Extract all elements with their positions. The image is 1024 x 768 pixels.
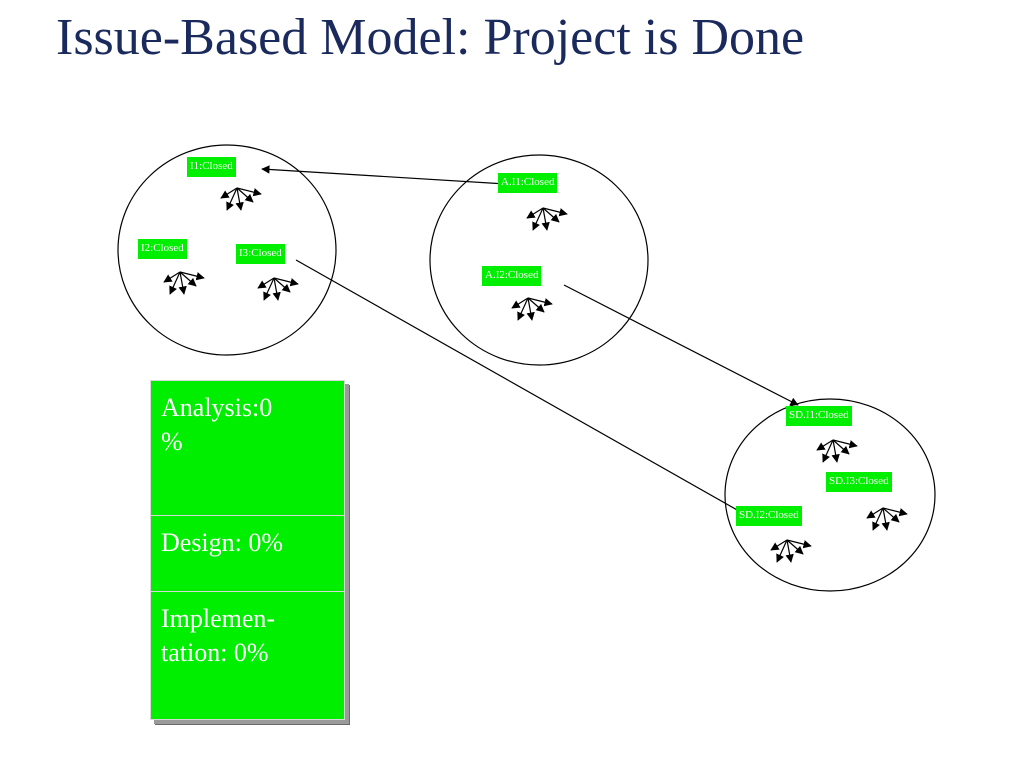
sub-issue-arrow [786,539,812,549]
sub-issue-arrow [257,277,275,289]
design-progress: Design: 0% [151,515,344,591]
sub-issue-arrows [866,507,908,531]
link-i3-sdi2 [295,259,747,516]
sub-issue-arrow [785,539,794,563]
sub-issue-arrow [526,207,544,219]
issue-ai2-node[interactable]: A.I2:Closed [482,266,542,286]
sub-issue-arrows [526,207,568,231]
issue-sdi2-node[interactable]: SD.I2:Closed [736,506,802,526]
sub-issue-arrows [257,277,299,301]
sub-issue-arrow [776,539,788,563]
sub-issue-arrow [527,297,545,313]
sub-issue-arrow [831,439,840,463]
sub-issue-arrow [532,207,544,231]
sub-issue-arrow [263,277,275,301]
sub-issue-arrow [882,507,900,523]
sub-issue-arrow [526,297,535,321]
sub-issue-arrow [511,297,529,309]
sub-issue-arrow [179,271,205,281]
sub-issue-arrow [226,187,238,211]
sub-issue-arrow [542,207,560,223]
sub-issue-arrow [881,507,890,531]
sub-issue-arrow [236,187,254,203]
slide-title: Issue-Based Model: Project is Done [56,9,805,66]
progress-panel: Analysis:0 % Design: 0% Implemen- tation… [150,380,345,720]
link-i1-ai1 [261,165,507,188]
sub-issue-arrow [163,271,181,283]
sub-issue-arrow [236,187,262,197]
sub-issue-arrows [816,439,858,463]
sub-issue-arrow [786,539,804,555]
sub-issue-arrow [832,439,858,449]
issue-ai1-node[interactable]: A.I1:Closed [498,173,558,193]
issue-i3-node[interactable]: I3:Closed [236,244,285,264]
sub-issue-arrow [179,271,197,287]
sub-issue-arrow [220,187,238,199]
issue-sdi1-node[interactable]: SD.I1:Closed [786,406,852,426]
system-design-cluster [724,398,936,592]
sub-issue-arrow [542,207,568,217]
sub-issue-arrow [178,271,187,295]
implementation-progress: Implemen- tation: 0% [151,591,344,719]
link-ai2-sdi1 [563,284,799,406]
issue-i1-node[interactable]: I1:Closed [187,157,236,177]
sub-issue-arrows [163,271,205,295]
sub-issue-arrow [872,507,884,531]
sub-issue-arrow [541,207,550,231]
issue-i2-node[interactable]: I2:Closed [138,239,187,259]
sub-issue-arrow [273,277,291,293]
sub-issue-arrow [822,439,834,463]
sub-issue-arrow [169,271,181,295]
sub-issue-arrow [517,297,529,321]
sub-issue-arrow [866,507,884,519]
analysis-cluster [429,154,649,366]
requirements-cluster [117,144,337,356]
sub-issue-arrow [273,277,299,287]
sub-issue-arrows [220,187,262,211]
sub-issue-arrow [527,297,553,307]
sub-issue-arrow [832,439,850,455]
sub-issue-arrows [511,297,553,321]
sub-issue-arrows [770,539,812,563]
issue-sdi3-node[interactable]: SD.I3:Closed [826,472,892,492]
sub-issue-arrow [770,539,788,551]
sub-issue-arrow [816,439,834,451]
sub-issue-arrow [882,507,908,517]
sub-issue-arrow [272,277,281,301]
sub-issue-arrow [235,187,244,211]
analysis-progress: Analysis:0 % [161,393,273,456]
